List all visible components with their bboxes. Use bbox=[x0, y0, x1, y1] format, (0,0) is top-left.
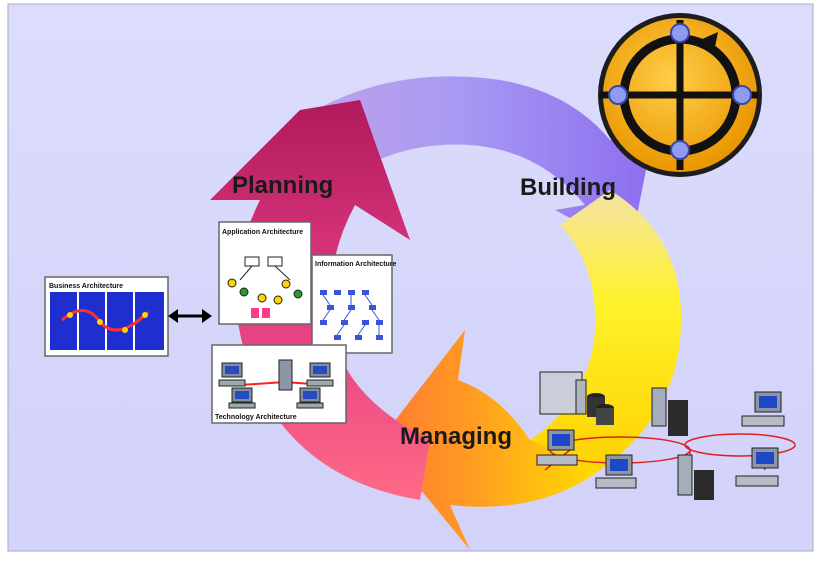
workstation-icon bbox=[306, 362, 334, 387]
technology-architecture-label: Technology Architecture bbox=[215, 414, 297, 421]
workstation-icon bbox=[595, 454, 637, 489]
server-icon bbox=[677, 454, 714, 500]
business-architecture-card: Business Architecture bbox=[44, 276, 169, 357]
phase-label-building: Building bbox=[520, 174, 616, 201]
server-icon bbox=[651, 387, 688, 436]
application-architecture-label: Application Architecture bbox=[222, 229, 303, 236]
lifecycle-ring bbox=[210, 76, 682, 550]
server-icon bbox=[278, 359, 293, 391]
application-architecture-card: Application Architecture bbox=[218, 221, 312, 325]
compass-icon bbox=[598, 13, 762, 177]
ring-yellow-segment bbox=[530, 190, 682, 470]
phase-label-managing: Managing bbox=[400, 423, 512, 450]
server-icon bbox=[539, 371, 614, 425]
information-architecture-card: Information Architecture bbox=[311, 254, 397, 354]
phase-label-planning: Planning bbox=[232, 172, 333, 199]
workstation-icon bbox=[218, 362, 246, 387]
information-architecture-label: Information Architecture bbox=[315, 261, 397, 268]
managing-arrow bbox=[380, 330, 600, 550]
double-arrow-icon bbox=[168, 309, 212, 323]
business-architecture-label: Business Architecture bbox=[49, 283, 123, 290]
technology-architecture-card: Technology Architecture bbox=[211, 344, 347, 424]
workstation-icon bbox=[735, 447, 779, 487]
workstation-icon bbox=[536, 429, 578, 466]
workstation-icon bbox=[741, 391, 785, 427]
network-illustration bbox=[536, 371, 796, 500]
workstation-icon bbox=[228, 387, 256, 409]
workstation-icon bbox=[296, 387, 324, 409]
